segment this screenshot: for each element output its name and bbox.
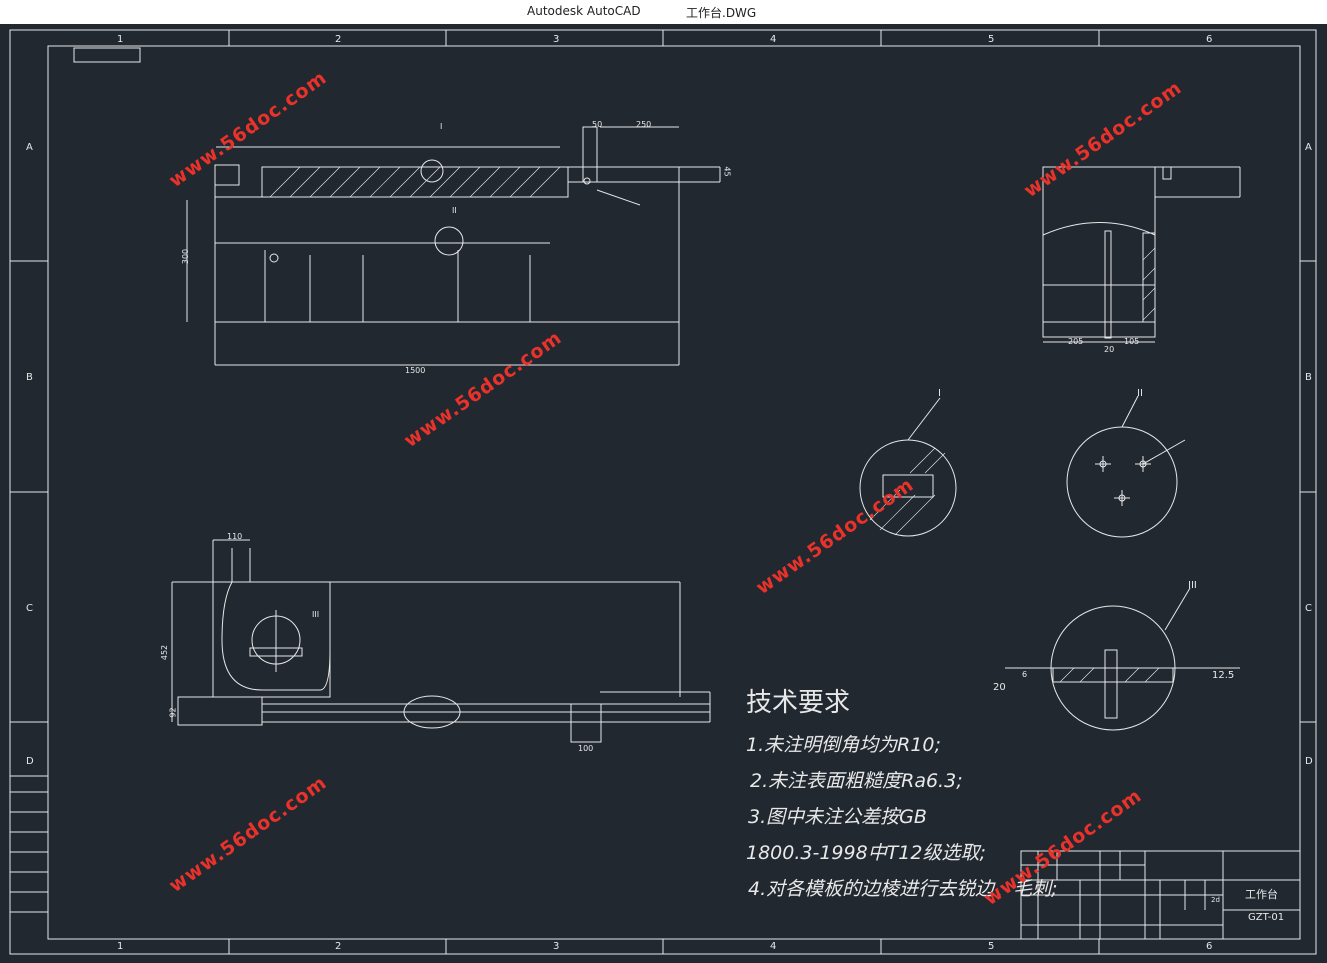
- detail-label-ii: II: [1137, 388, 1143, 399]
- row-label: B: [26, 372, 33, 383]
- title-block-part-name: 工作台: [1245, 888, 1278, 901]
- dim-overall-length: 1500: [405, 366, 426, 375]
- row-label: D: [1305, 756, 1313, 767]
- col-label: 2: [335, 34, 342, 45]
- dim-12-5: 12.5: [1212, 670, 1235, 681]
- drawing-canvas[interactable]: 1 2 3 4 5 6 1 2 3 4 5 6 A B C D A B C D …: [0, 24, 1327, 963]
- row-label: A: [26, 142, 33, 153]
- title-block: [1020, 850, 1301, 940]
- window-title-bar: Autodesk AutoCAD 工作台.DWG: [0, 0, 1327, 24]
- dim-50: 50: [592, 120, 603, 129]
- col-label: 5: [988, 941, 995, 952]
- detail-ii-view: [1066, 395, 1186, 538]
- row-label: C: [1305, 603, 1312, 614]
- tech-req-item: 4.对各模板的边棱进行去锐边、毛刺;: [748, 878, 1058, 900]
- bottom-view: [171, 539, 711, 743]
- row-label: C: [26, 603, 33, 614]
- dim-6: 6: [1022, 670, 1028, 679]
- side-view: [1042, 166, 1241, 343]
- dim-45: 45: [722, 166, 732, 177]
- callout-iii: III: [312, 610, 320, 619]
- detail-label-i: I: [938, 388, 941, 399]
- col-label: 1: [117, 34, 124, 45]
- file-name: 工作台.DWG: [686, 6, 757, 20]
- title-block-scale: 2d: [1211, 896, 1220, 904]
- col-label: 3: [553, 941, 560, 952]
- col-label: 5: [988, 34, 995, 45]
- tech-req-title: 技术要求: [746, 688, 851, 718]
- tech-req-item: 2.未注表面粗糙度Ra6.3;: [750, 770, 963, 792]
- dim-100: 100: [578, 744, 594, 753]
- detail-i-view: [859, 397, 957, 537]
- dim-205: 205: [1068, 337, 1084, 346]
- dim-105: 105: [1124, 337, 1140, 346]
- callout-ii: II: [452, 206, 457, 215]
- tech-req-item: 1.未注明倒角均为R10;: [746, 734, 941, 756]
- row-label: D: [26, 756, 34, 767]
- dim-452: 452: [160, 644, 170, 661]
- dim-height: 300: [181, 248, 191, 265]
- col-label: 1: [117, 941, 124, 952]
- col-label: 6: [1206, 941, 1213, 952]
- col-label: 3: [553, 34, 560, 45]
- dim-110: 110: [227, 532, 243, 541]
- col-label: 4: [770, 34, 777, 45]
- column-dividers: [10, 30, 1316, 954]
- title-block-drawing-no: GZT-01: [1248, 912, 1285, 923]
- left-side-table: [10, 775, 48, 913]
- detail-ii-circle: [434, 226, 464, 256]
- col-label: 6: [1206, 34, 1213, 45]
- cad-drawing: [9, 29, 1317, 955]
- front-view: [186, 126, 721, 366]
- row-label: B: [1305, 372, 1312, 383]
- tech-req-item: 1800.3-1998中T12级选取;: [746, 842, 986, 864]
- col-label: 2: [335, 941, 342, 952]
- detail-label-iii: III: [1188, 580, 1197, 591]
- callout-i: I: [440, 122, 443, 131]
- hatched-plate: [261, 166, 569, 198]
- dim-250: 250: [636, 120, 652, 129]
- col-label: 4: [770, 941, 777, 952]
- row-label: A: [1305, 142, 1312, 153]
- corner-label-box: [73, 47, 141, 63]
- tech-req-item: 3.图中未注公差按GB: [748, 806, 927, 828]
- dim-20: 20: [993, 682, 1006, 693]
- detail-i-circle: [420, 159, 444, 183]
- detail-iii-view: [1005, 587, 1240, 731]
- app-name: Autodesk AutoCAD: [527, 4, 641, 18]
- dim-92: 92: [168, 707, 178, 718]
- dim-20-side: 20: [1104, 345, 1115, 354]
